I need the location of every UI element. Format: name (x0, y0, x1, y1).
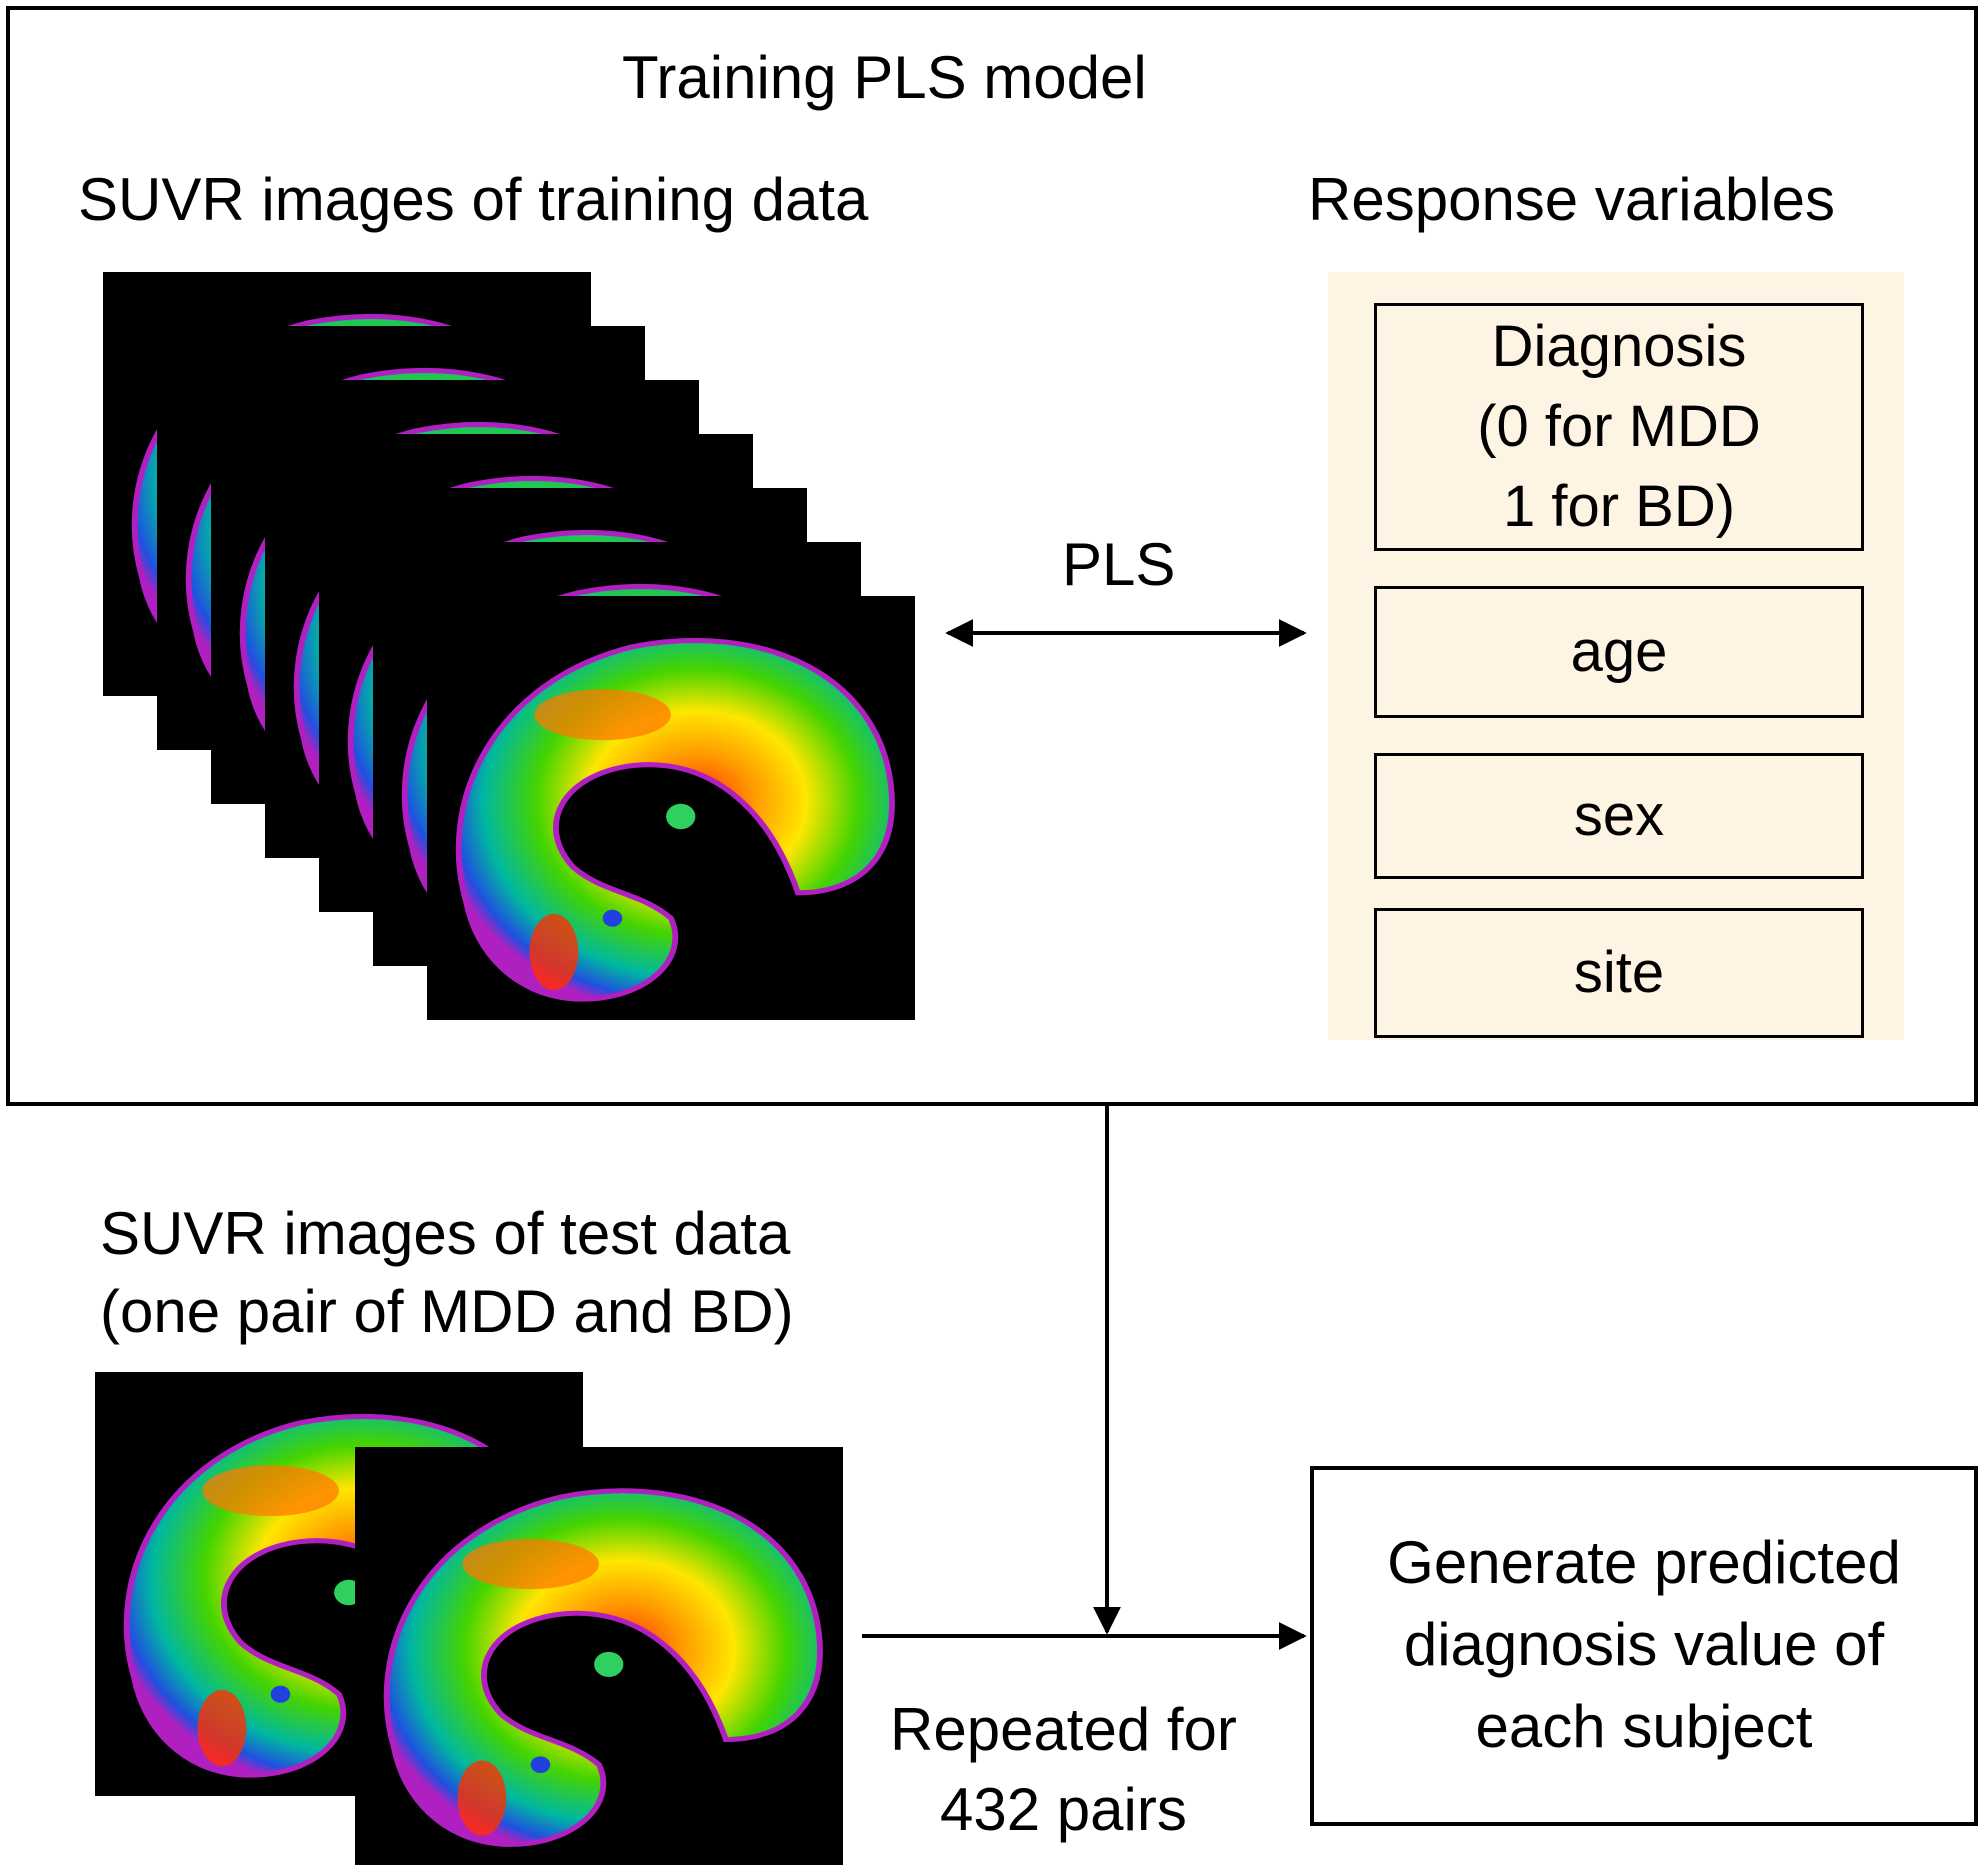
repeat-label: Repeated for 432 pairs (890, 1690, 1237, 1850)
brain-hotspot (197, 1690, 247, 1767)
output-line-2: diagnosis value of (1403, 1611, 1885, 1678)
response-box-age: age (1374, 586, 1864, 718)
training-frame (6, 6, 1978, 1106)
training-title: Training PLS model (622, 44, 1147, 111)
brain-nucleus (270, 1685, 291, 1703)
repeat-line-2: 432 pairs (940, 1776, 1187, 1843)
brain-nucleus (602, 909, 623, 927)
test-images-label: SUVR images of test data (one pair of MD… (100, 1195, 794, 1351)
pls-label: PLS (1062, 531, 1176, 598)
training-images-label: SUVR images of training data (78, 166, 869, 233)
response-box-sex: sex (1374, 753, 1864, 879)
repeat-line-1: Repeated for (890, 1696, 1237, 1763)
brain-nucleus (530, 1756, 551, 1774)
brain-slice-image (455, 637, 895, 1002)
response-diagnosis-line-3: 1 for BD) (1502, 474, 1736, 539)
response-diagnosis-line-1: Diagnosis (1491, 314, 1747, 379)
response-variables-label: Response variables (1308, 166, 1835, 233)
brain-hotspot (202, 1465, 339, 1517)
test-label-line-1: SUVR images of test data (100, 1200, 791, 1267)
output-box (1310, 1466, 1978, 1826)
output-line-1: Generate predicted (1387, 1529, 1901, 1596)
response-age-label: age (1570, 619, 1668, 684)
output-text: Generate predicted diagnosis value of ea… (1312, 1522, 1976, 1768)
test-slice-bd (355, 1447, 843, 1865)
response-site-label: site (1573, 940, 1665, 1005)
response-box-site: site (1374, 908, 1864, 1038)
brain-nucleus (666, 803, 696, 830)
brain-nucleus (594, 1651, 624, 1677)
response-box-diagnosis: Diagnosis (0 for MDD 1 for BD) (1374, 303, 1864, 551)
brain-hotspot (534, 689, 671, 741)
test-label-line-2: (one pair of MDD and BD) (100, 1278, 794, 1345)
training-slice (427, 596, 915, 1020)
brain-slice-image (383, 1488, 823, 1847)
brain-hotspot (457, 1760, 507, 1836)
brain-hotspot (529, 914, 579, 991)
response-sex-label: sex (1573, 783, 1665, 848)
brain-hotspot (462, 1538, 599, 1590)
response-diagnosis-line-2: (0 for MDD (1477, 394, 1761, 459)
output-line-3: each subject (1475, 1693, 1813, 1760)
